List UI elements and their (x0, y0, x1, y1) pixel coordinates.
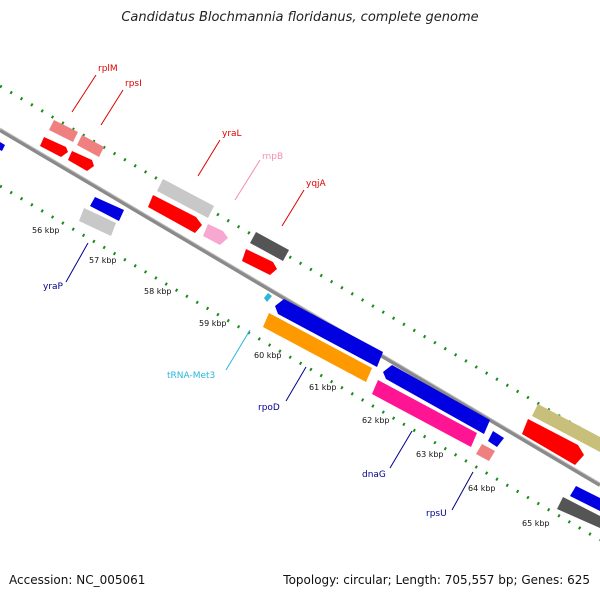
tick-label-57: 57 kbp (89, 256, 117, 265)
gene-block-rplM (40, 137, 68, 157)
gene-block-red-right (522, 419, 584, 465)
gene-block-rnpB (203, 224, 228, 245)
gene-block-dark-right (557, 497, 600, 528)
gene-block-yraL-grey (157, 179, 214, 218)
gene-features-lower (79, 197, 600, 528)
gene-label-rplM: rplM (98, 64, 118, 74)
gene-block-yraL (148, 195, 202, 233)
gene-block-yraP-grey (79, 208, 116, 236)
gene-block-rpsU (476, 444, 495, 461)
tick-label-65: 65 kbp (522, 519, 550, 528)
accession-text: Accession: NC_005061 (9, 573, 146, 587)
gene-features-upper (0, 120, 600, 465)
tick-label-56: 56 kbp (32, 226, 60, 235)
gene-label-tRNA-Met3: tRNA-Met3 (167, 371, 215, 381)
tick-label-64: 64 kbp (468, 484, 496, 493)
gene-block-blue-right (570, 486, 600, 511)
tick-label-59: 59 kbp (199, 319, 227, 328)
tick-label-60: 60 kbp (254, 351, 282, 360)
gene-block-rplM-pink (49, 120, 78, 142)
gene-block-yraP (90, 197, 124, 221)
tick-label-61: 61 kbp (309, 383, 337, 392)
gene-leader-lines (65, 74, 474, 511)
gene-label-rpoD: rpoD (258, 403, 280, 413)
gene-block-blue-upper-2 (383, 365, 490, 434)
tick-label-62: 62 kbp (362, 416, 390, 425)
tick-label-58: 58 kbp (144, 287, 172, 296)
gene-label-yraP: yraP (43, 282, 64, 292)
gene-block-dnaG (372, 380, 477, 447)
gene-label-rnpB: rnpB (262, 152, 283, 162)
gene-block-yqjA-dark (250, 232, 289, 261)
outer-tick-track (0, 84, 600, 442)
gene-block-blue-upper (275, 299, 383, 367)
tick-label-63: 63 kbp (416, 450, 444, 459)
gene-block (0, 142, 5, 151)
gene-block-tRNA-Met3 (264, 293, 272, 302)
gene-block-yqjA (242, 249, 277, 275)
gene-label-yraL: yraL (222, 129, 242, 139)
gene-block-blue-small (488, 431, 504, 447)
gene-block-olive (532, 404, 600, 452)
gene-label-yqjA: yqjA (306, 179, 327, 189)
inner-tick-track (0, 184, 600, 542)
gene-label-rpsI: rpsI (125, 79, 142, 89)
gene-block-rpoD (263, 313, 372, 382)
map-title: Candidatus Blochmannia floridanus, compl… (121, 10, 479, 25)
genome-summary-text: Topology: circular; Length: 705,557 bp; … (283, 573, 590, 587)
gene-label-rpsU: rpsU (426, 509, 447, 519)
gene-label-dnaG: dnaG (362, 470, 386, 480)
genome-backbone (0, 128, 600, 487)
gene-block-rpsI-pink (77, 135, 104, 157)
gene-block-rpsI (68, 151, 94, 171)
